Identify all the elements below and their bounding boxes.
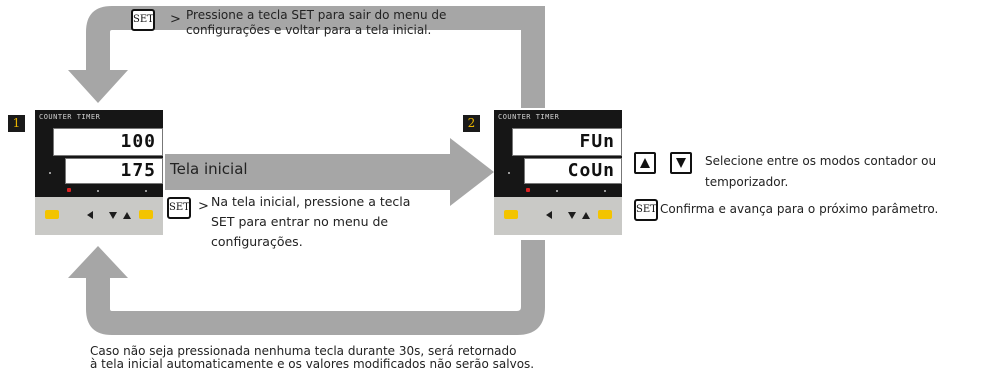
top-note-line-1: Pressione a tecla SET para sair do menu …: [186, 8, 447, 22]
controller-step-2: COUNTER TIMER FUn CoUn: [494, 110, 622, 235]
keypad: [494, 197, 622, 235]
set-note: Confirma e avança para o próximo parâmet…: [660, 202, 939, 216]
arrows-note-line-1: Selecione entre os modos contador ou: [705, 154, 937, 168]
greater-sign: >: [198, 199, 209, 214]
arrows-note: Selecione entre os modos contador ou tem…: [705, 151, 985, 193]
indicator-dot: [97, 190, 99, 192]
home-note-line-3: configurações.: [211, 234, 303, 249]
status-led: [67, 188, 71, 192]
top-note: Pressione a tecla SET para sair do menu …: [186, 8, 516, 38]
indicator-dot: [604, 190, 606, 192]
home-label: Tela inicial: [170, 160, 248, 178]
keypad: [35, 197, 163, 235]
display-bottom: 175: [65, 158, 163, 184]
home-note-line-1: Na tela inicial, pressione a tecla: [211, 194, 411, 209]
home-note-line-2: SET para entrar no menu de: [211, 214, 389, 229]
device-brand: COUNTER TIMER: [498, 113, 560, 121]
set-key-icon: SET: [634, 199, 658, 221]
bottom-note: Caso não seja pressionada nenhuma tecla …: [90, 345, 650, 371]
step-1-badge: 1: [8, 115, 25, 132]
top-note-line-2: configurações e voltar para a tela inici…: [186, 23, 432, 37]
set-key-icon: SET: [167, 197, 191, 219]
greater-sign: >: [170, 12, 181, 27]
timeout-arrow-bottom: [68, 240, 545, 335]
return-arrow-top: [68, 6, 545, 108]
arrows-note-line-2: temporizador.: [705, 175, 789, 189]
step-2-badge: 2: [463, 115, 480, 132]
forward-arrow: [165, 138, 494, 206]
nav-keys-icon: [87, 211, 131, 219]
display-top: FUn: [512, 128, 622, 156]
display-top: 100: [53, 128, 163, 156]
set-key: [45, 210, 59, 219]
enter-key: [139, 210, 153, 219]
down-arrow-key-icon: [670, 152, 692, 174]
indicator-dot: [556, 190, 558, 192]
display-bottom: CoUn: [524, 158, 622, 184]
device-brand: COUNTER TIMER: [39, 113, 101, 121]
up-arrow-key-icon: [634, 152, 656, 174]
indicator-dot: [508, 172, 510, 174]
status-led: [526, 188, 530, 192]
indicator-dot: [145, 190, 147, 192]
indicator-dot: [49, 172, 51, 174]
enter-key: [598, 210, 612, 219]
bottom-note-line-2: à tela inicial automaticamente e os valo…: [90, 357, 535, 371]
set-key: [504, 210, 518, 219]
home-note: Na tela inicial, pressione a tecla SET p…: [211, 192, 441, 252]
controller-step-1: COUNTER TIMER 100 175: [35, 110, 163, 235]
set-key-icon: SET: [131, 9, 155, 31]
nav-keys-icon: [546, 211, 590, 219]
bottom-note-line-1: Caso não seja pressionada nenhuma tecla …: [90, 344, 517, 358]
